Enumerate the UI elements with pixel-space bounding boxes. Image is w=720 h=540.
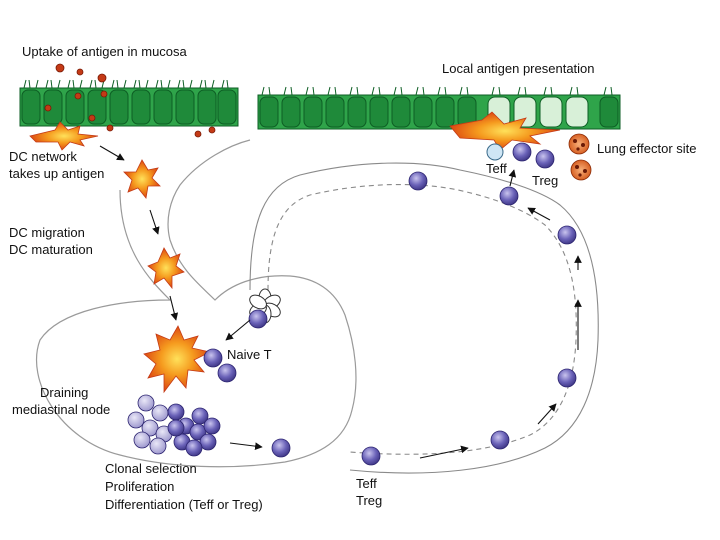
flow-arrows	[99, 145, 582, 459]
dendritic-cell-migrating	[147, 247, 185, 290]
antigen-particles	[44, 63, 216, 138]
clonal-cluster	[127, 394, 221, 457]
label-teff-bottom: Teff	[356, 476, 377, 491]
label-treg-top: Treg	[532, 173, 559, 188]
label-local-presentation: Local antigen presentation	[442, 61, 595, 76]
label-uptake: Uptake of antigen in mucosa	[22, 44, 187, 59]
label-treg-bottom: Treg	[356, 493, 383, 508]
label-dc-network: DC network	[9, 149, 77, 164]
dendritic-cell-network	[29, 121, 99, 151]
lymph-node-outline	[35, 139, 357, 468]
dendritic-cell-uptake	[123, 159, 161, 199]
label-dc-network-2: takes up antigen	[9, 166, 105, 181]
epithelium-left	[19, 79, 239, 127]
label-proliferation: Proliferation	[105, 479, 175, 494]
label-clonal-selection: Clonal selection	[105, 461, 197, 476]
epithelium-right	[257, 86, 621, 130]
label-mediastinal-node: mediastinal node	[12, 402, 111, 417]
treg-cell	[486, 143, 504, 161]
label-dc-migration: DC migration	[9, 225, 85, 240]
lymphatic-vessel-inner	[267, 183, 577, 455]
dendritic-cell-lung	[449, 111, 561, 151]
label-lung-effector: Lung effector site	[597, 141, 697, 156]
label-teff-top: Teff	[486, 161, 507, 176]
dendritic-cell-mature	[143, 325, 212, 394]
label-naive-t: Naive T	[227, 347, 272, 362]
lymphatic-vessel-outer	[249, 162, 599, 474]
label-dc-maturation: DC maturation	[9, 242, 93, 257]
lung-effector-cells	[568, 133, 592, 181]
t-cells	[203, 142, 577, 466]
label-draining: Draining	[40, 385, 89, 400]
label-differentiation: Differentiation (Teff or Treg)	[105, 497, 263, 512]
